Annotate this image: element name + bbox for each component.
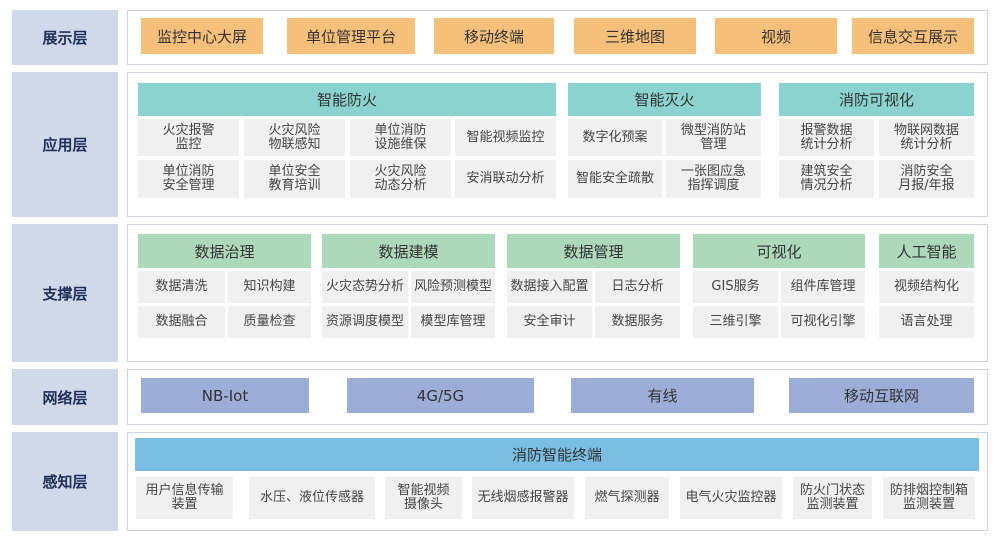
app-group-visualization: 消防可视化 [779,83,974,116]
app-group-fire-prevention: 智能防火 [138,83,556,116]
perception-cell: 智能视频 摄像头 [385,477,462,519]
app-cell: 单位消防 安全管理 [138,160,239,198]
support-cell: 知识构建 [228,271,311,303]
support-cell: 三维引擎 [693,306,778,338]
support-group-visualization: 可视化 [693,234,865,268]
display-item-mobile: 移动终端 [434,18,554,54]
display-layer-box [127,10,988,65]
support-cell: 模型库管理 [411,306,495,338]
app-cell: 火灾风险 动态分析 [350,160,451,198]
network-item-nb-iot: NB-Iot [141,378,309,413]
perception-cell: 燃气探测器 [585,477,669,519]
support-cell: 组件库管理 [781,271,865,303]
app-cell: 消防安全 月报/年报 [879,160,974,198]
network-item-mobile-internet: 移动互联网 [789,378,974,413]
app-cell: 智能安全疏散 [568,160,662,198]
layer-label-network: 网络层 [12,369,118,425]
app-cell: 物联网数据 统计分析 [879,119,974,156]
support-cell: 安全审计 [507,306,592,338]
support-group-data-governance: 数据治理 [138,234,311,268]
support-group-ai: 人工智能 [879,234,974,268]
app-cell: 建筑安全 情况分析 [779,160,874,198]
support-cell: 可视化引擎 [781,306,865,338]
app-cell: 智能视频监控 [455,119,556,156]
app-cell: 火灾风险 物联感知 [244,119,345,156]
layer-label-perception: 感知层 [12,432,118,531]
support-group-data-modeling: 数据建模 [322,234,495,268]
support-cell: 风险预测模型 [411,271,495,303]
app-cell: 火灾报警 监控 [138,119,239,156]
support-cell: 数据服务 [595,306,680,338]
support-cell: 火灾态势分析 [322,271,408,303]
app-cell: 微型消防站 管理 [666,119,761,156]
app-cell: 一张图应急 指挥调度 [666,160,761,198]
support-group-data-management: 数据管理 [507,234,680,268]
perception-cell: 电气火灾监控器 [680,477,782,519]
app-cell: 单位安全 教育培训 [244,160,345,198]
network-item-4g5g: 4G/5G [347,378,534,413]
support-cell: 视频结构化 [879,271,974,303]
support-cell: GIS服务 [693,271,778,303]
support-cell: 资源调度模型 [322,306,408,338]
display-item-3d-map: 三维地图 [574,18,696,54]
perception-cell: 防火门状态 监测装置 [793,477,872,519]
app-cell: 数字化预案 [568,119,662,156]
app-cell: 报警数据 统计分析 [779,119,874,156]
perception-cell: 无线烟感报警器 [472,477,574,519]
layer-label-display: 展示层 [12,10,118,65]
layer-label-support: 支撑层 [12,224,118,362]
support-cell: 质量检查 [228,306,311,338]
support-cell: 数据接入配置 [507,271,592,303]
perception-cell: 用户信息传输 装置 [136,477,233,519]
app-cell: 单位消防 设施维保 [350,119,451,156]
perception-cell: 水压、液位传感器 [249,477,375,519]
support-cell: 数据融合 [138,306,225,338]
perception-header: 消防智能终端 [135,438,979,471]
display-item-unit-platform: 单位管理平台 [287,18,415,54]
support-cell: 语言处理 [879,306,974,338]
support-cell: 日志分析 [595,271,680,303]
app-cell: 安消联动分析 [455,160,556,198]
display-item-video: 视频 [715,18,837,54]
network-item-wired: 有线 [571,378,754,413]
app-group-fire-extinguishing: 智能灭火 [568,83,761,116]
display-item-info-interaction: 信息交互展示 [852,18,974,54]
support-cell: 数据清洗 [138,271,225,303]
display-item-monitor-screen: 监控中心大屏 [141,18,263,54]
perception-cell: 防排烟控制箱 监测装置 [883,477,975,519]
layer-label-application: 应用层 [12,72,118,217]
